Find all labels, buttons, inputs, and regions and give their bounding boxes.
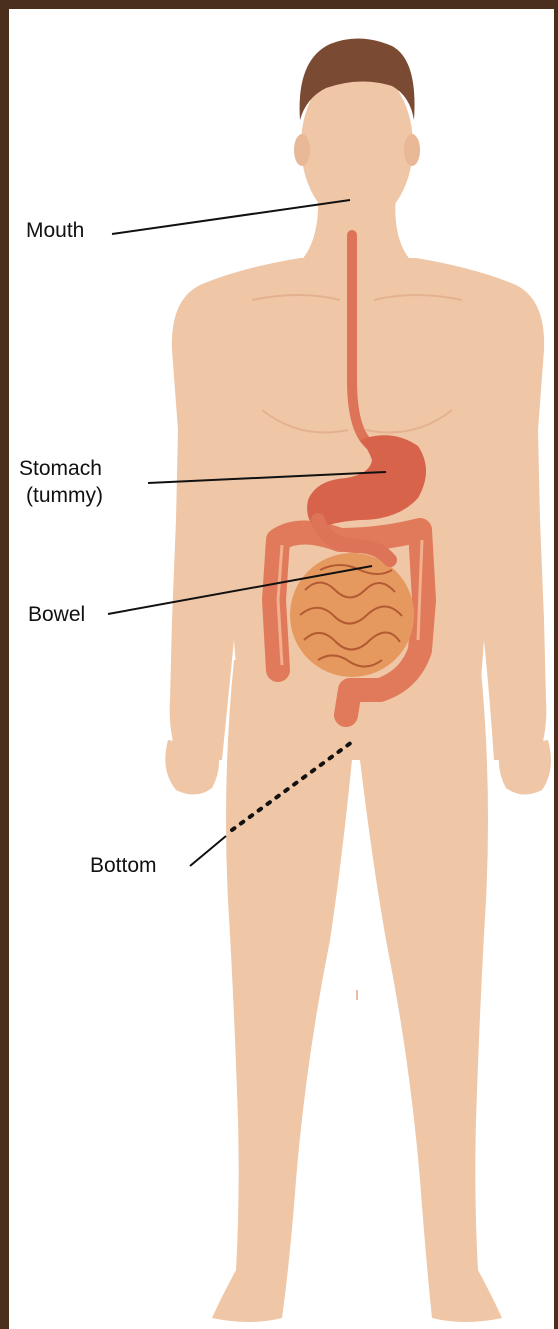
label-stomach-tummy: (tummy): [26, 482, 103, 509]
mouth-leader: [112, 200, 350, 234]
right-ear: [404, 134, 420, 166]
label-bowel: Bowel: [28, 601, 85, 628]
label-stomach: Stomach: [19, 455, 102, 482]
label-mouth: Mouth: [26, 217, 84, 244]
bottom-leader: [190, 836, 226, 866]
small-intestine: [290, 553, 414, 677]
left-ear: [294, 134, 310, 166]
label-bottom: Bottom: [90, 852, 157, 879]
